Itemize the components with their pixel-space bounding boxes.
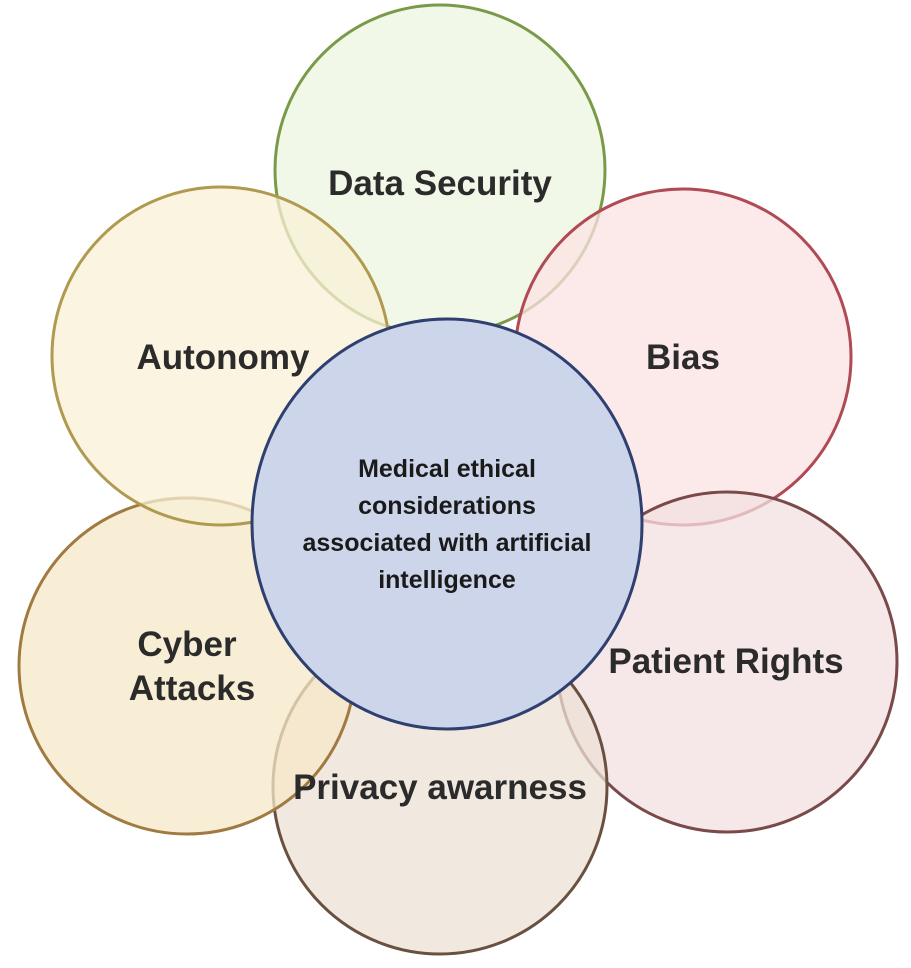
petal-label-cyber-attacks-line2: Attacks (129, 669, 255, 708)
center-label-line4: intelligence (378, 566, 516, 594)
center-label-line3: associated with artificial (303, 529, 592, 557)
petal-label-cyber-attacks-line1: Cyber (137, 625, 237, 664)
center-circle (250, 317, 644, 731)
petal-label-data-security: Data Security (328, 164, 552, 203)
petal-label-bias: Bias (646, 338, 720, 377)
center-label-line2: considerations (358, 492, 536, 520)
petal-label-patient-rights: Patient Rights (608, 642, 843, 681)
petal-label-privacy-awareness: Privacy awarness (293, 768, 587, 807)
petal-label-autonomy: Autonomy (136, 338, 310, 377)
center-label-line1: Medical ethical (358, 455, 536, 483)
